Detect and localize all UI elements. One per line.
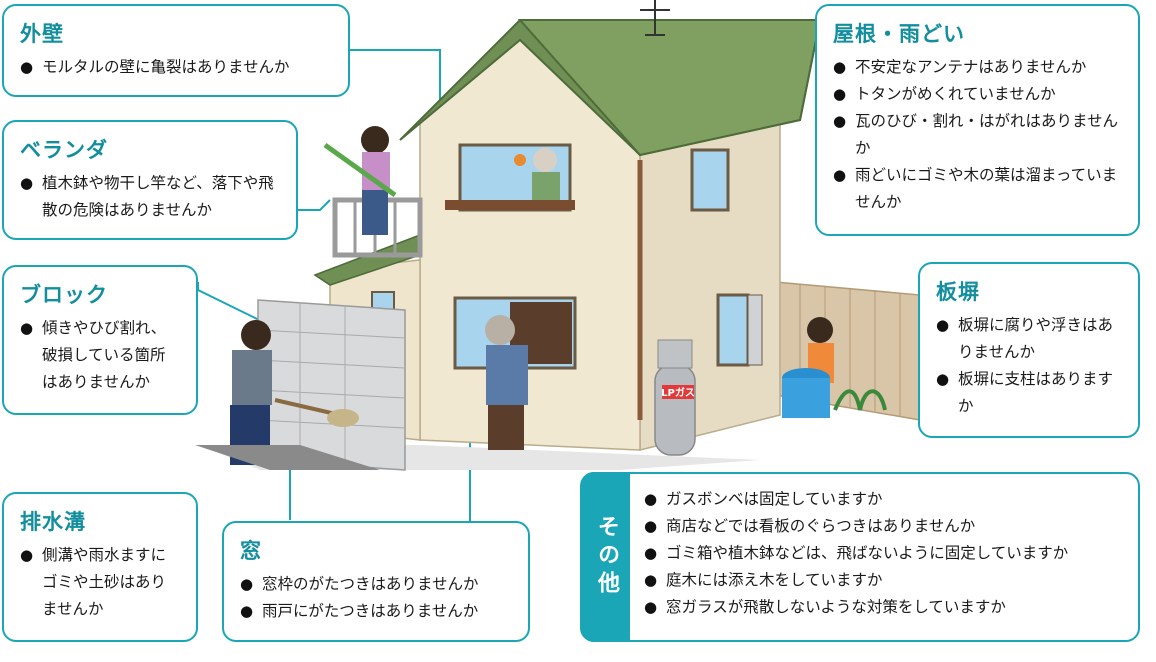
- check-item: 庭木には添え木をしていますか: [644, 567, 1122, 594]
- gas-label: LPガス: [661, 386, 695, 399]
- gas-cylinder: LPガス: [654, 339, 696, 456]
- check-item: ゴミ箱や植木鉢などは、飛ばないように固定していますか: [644, 540, 1122, 567]
- check-item: トタンがめくれていませんか: [833, 81, 1122, 108]
- check-item: 商店などでは看板のぐらつきはありませんか: [644, 513, 1122, 540]
- callout-title: 排水溝: [20, 510, 86, 534]
- callout-title: その他: [594, 515, 619, 599]
- check-item: 窓ガラスが飛散しないような対策をしていますか: [644, 594, 1122, 621]
- antenna: [640, 0, 670, 36]
- callout-mado: 窓 窓枠のがたつきはありませんか 雨戸にがたつきはありませんか: [222, 521, 530, 642]
- check-item: 雨戸にがたつきはありませんか: [240, 598, 512, 625]
- callout-title: ブロック: [20, 283, 108, 307]
- callout-title: 板塀: [936, 280, 980, 304]
- callout-haisuikou: 排水溝 側溝や雨水ますにゴミや土砂はありませんか: [2, 492, 198, 642]
- check-item: 植木鉢や物干し竿など、落下や飛散の危険はありませんか: [20, 170, 280, 224]
- block-wall: [257, 299, 406, 471]
- check-item: 板塀に支柱はありますか: [936, 366, 1122, 420]
- check-item: 不安定なアンテナはありませんか: [833, 54, 1122, 81]
- check-item: 板塀に腐りや浮きはありませんか: [936, 312, 1122, 366]
- callout-title: ベランダ: [20, 138, 108, 162]
- check-item: モルタルの壁に亀裂はありませんか: [20, 54, 332, 81]
- callout-title: 屋根・雨どい: [833, 22, 965, 46]
- callout-gaiheki: 外壁 モルタルの壁に亀裂はありませんか: [2, 4, 350, 97]
- callout-veranda: ベランダ 植木鉢や物干し竿など、落下や飛散の危険はありませんか: [2, 120, 298, 240]
- callout-title: 外壁: [20, 22, 64, 46]
- callout-sonota-tab: その他: [582, 472, 630, 642]
- check-item: 傾きやひび割れ、破損している箇所はありませんか: [20, 315, 180, 396]
- check-item: ガスボンベは固定していますか: [644, 486, 1122, 513]
- check-item: 瓦のひび・割れ・はがれはありませんか: [833, 108, 1122, 162]
- callout-itabei: 板塀 板塀に腐りや浮きはありませんか 板塀に支柱はありますか: [918, 262, 1140, 438]
- check-item: 側溝や雨水ますにゴミや土砂はありませんか: [20, 542, 180, 623]
- check-item: 窓枠のがたつきはありませんか: [240, 571, 512, 598]
- drain: [195, 445, 380, 470]
- check-item: 雨どいにゴミや木の葉は溜まっていませんか: [833, 162, 1122, 216]
- callout-block: ブロック 傾きやひび割れ、破損している箇所はありませんか: [2, 265, 198, 415]
- callout-title: 窓: [240, 539, 262, 563]
- callout-yane: 屋根・雨どい 不安定なアンテナはありませんか トタンがめくれていませんか 瓦のひ…: [815, 4, 1140, 236]
- callout-sonota: ガスボンベは固定していますか 商店などでは看板のぐらつきはありませんか ゴミ箱や…: [580, 472, 1140, 642]
